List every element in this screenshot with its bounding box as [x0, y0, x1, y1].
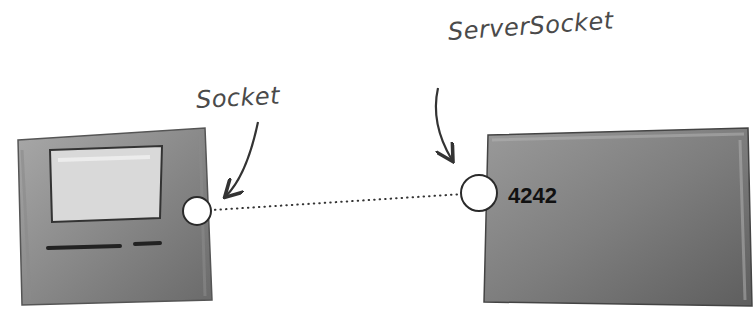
dotted-connection	[215, 194, 457, 209]
computer-screen	[50, 146, 162, 222]
server-socket: ServerSocket4242	[460, 174, 498, 212]
server-shading	[492, 134, 745, 300]
drive-slot	[48, 246, 120, 248]
server-box	[484, 128, 752, 306]
computer-shading	[22, 135, 205, 300]
server-socket-label: ServerSocket	[447, 6, 614, 46]
client-computer	[18, 128, 212, 305]
client-socket: Socket	[182, 196, 212, 226]
screen-glare	[58, 157, 150, 160]
port-number: 4242	[508, 183, 557, 209]
server-body	[484, 128, 752, 306]
callout-arrow	[226, 122, 258, 196]
socket-label: Socket	[195, 82, 281, 114]
computer-body	[18, 128, 212, 305]
button-slot	[135, 243, 160, 244]
callout-arrow	[436, 88, 452, 160]
